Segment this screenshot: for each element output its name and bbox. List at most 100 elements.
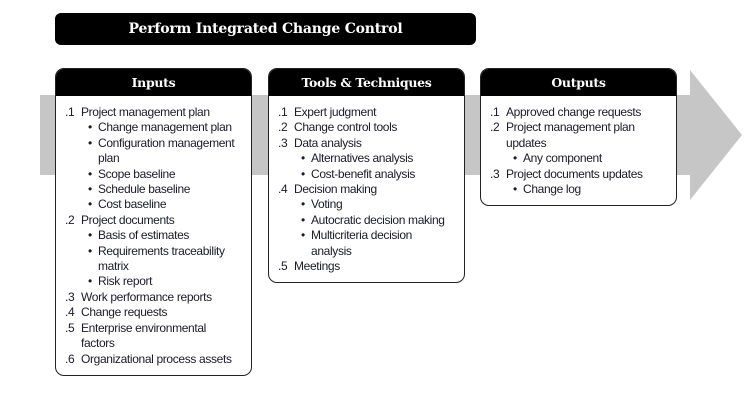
item-text: Data analysis [294,135,362,150]
item-text: Project documents updates [506,166,643,181]
list-item: .3 Project documents updates [490,167,670,182]
bullet-marker: • [88,120,92,135]
item-text: updates [506,135,547,150]
bullet-marker: • [88,197,92,212]
item-text: Change control tools [294,120,398,135]
sub-list-item: plan [65,151,245,166]
item-text: Alternatives analysis [311,151,414,166]
list-item: .3 Data analysis [278,136,458,151]
item-text: Project documents [81,212,175,227]
item-number: .6 [65,351,75,366]
item-text: Project management plan [506,120,635,135]
item-text: Scope baseline [98,166,176,181]
bullet-marker: • [513,182,517,197]
inputs-header: Inputs [56,69,251,96]
item-text: analysis [311,243,352,258]
list-item: .2 Project management plan [490,120,670,135]
item-number: .2 [65,212,75,227]
sub-list-item: • Scope baseline [65,167,245,182]
item-text: Project management plan [81,105,210,119]
item-text: factors [81,336,115,351]
process-title: Perform Integrated Change Control [55,13,476,45]
list-item: .5 Meetings [278,259,458,274]
item-number: .2 [490,120,500,135]
item-text: Basis of estimates [98,228,190,243]
bullet-marker: • [513,151,517,166]
sub-list-item: analysis [278,244,458,259]
outputs-header: Outputs [481,69,676,96]
item-text: Change log [523,182,581,197]
item-text: Decision making [294,182,377,197]
bullet-marker: • [88,243,92,258]
sub-list-item: • Change management plan [65,120,245,135]
sub-list-item: • Autocratic decision making [278,213,458,228]
list-item: .5 Enterprise environmental [65,321,245,336]
item-text: Schedule baseline [98,182,191,197]
item-text: Organizational process assets [81,351,232,366]
item-text: Risk report [98,274,153,289]
bullet-marker: • [301,212,305,227]
list-item: .2 Change control tools [278,120,458,135]
item-number: .1 [490,105,500,119]
sub-list-item: • Cost baseline [65,197,245,212]
item-number: .2 [278,120,288,135]
list-item: .1 Approved change requests [490,105,670,120]
bullet-marker: • [301,197,305,212]
list-item: .1 Expert judgment [278,105,458,120]
item-number: .5 [65,320,75,335]
sub-list-item: • Multicriteria decision [278,228,458,243]
item-text: Change requests [81,305,168,320]
list-item: .3 Work performance reports [65,290,245,305]
sub-list-item: • Change log [490,182,670,197]
list-item: factors [65,336,245,351]
item-number: .4 [65,305,75,320]
tools-techniques-header: Tools & Techniques [269,69,464,96]
item-number: .3 [490,166,500,181]
list-item: .4 Change requests [65,305,245,320]
item-number: .4 [278,182,288,197]
item-number: .5 [278,259,288,274]
list-item: .6 Organizational process assets [65,352,245,367]
item-text: Voting [311,197,343,212]
tools-techniques-list: .1 Expert judgment .2 Change control tools.… [269,96,464,282]
sub-list-item: •Risk report [65,274,245,289]
sub-list-item: • Alternatives analysis [278,151,458,166]
list-item: .2 Project documents [65,213,245,228]
item-text: matrix [98,259,129,274]
bullet-marker: • [88,182,92,197]
sub-list-item: matrix [65,259,245,274]
sub-list-item: • Schedule baseline [65,182,245,197]
sub-list-item: • Voting [278,197,458,212]
item-text: Approved change requests [506,105,642,119]
item-text: Cost baseline [98,197,167,212]
item-text: Expert judgment [294,105,377,119]
bullet-marker: • [301,228,305,243]
sub-list-item: •Configuration management [65,136,245,151]
item-text: Enterprise environmental [81,320,207,335]
sub-list-item: •Requirements traceability [65,244,245,259]
bullet-marker: • [88,166,92,181]
outputs-list: .1 Approved change requests .2 Project mana… [481,96,676,205]
sub-list-item: •Any component [490,151,670,166]
item-text: Change management plan [98,120,232,135]
bullet-marker: • [88,228,92,243]
tools-techniques-panel: Tools & Techniques .1 Expert judgment .2 Ch… [268,68,465,284]
item-text: Configuration management [98,135,235,150]
item-text: plan [98,151,120,166]
item-text: Autocratic decision making [311,212,445,227]
item-text: Meetings [294,259,340,274]
bullet-marker: • [301,166,305,181]
list-item: updates [490,136,670,151]
item-number: .1 [278,105,288,119]
sub-list-item: •Cost-benefit analysis [278,167,458,182]
item-text: Multicriteria decision [311,228,413,243]
sub-list-item: • Basis of estimates [65,228,245,243]
bullet-marker: • [301,151,305,166]
item-number: .3 [278,135,288,150]
item-text: Work performance reports [81,289,212,304]
item-number: .3 [65,289,75,304]
